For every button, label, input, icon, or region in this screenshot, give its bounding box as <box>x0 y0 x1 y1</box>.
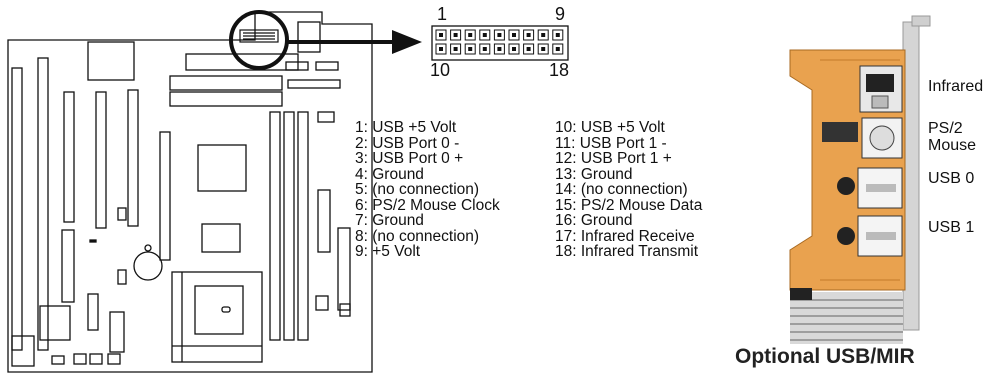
header-pin-contact <box>555 33 560 37</box>
pin-desc: 2: USB Port 0 - <box>355 134 460 152</box>
header-pin <box>479 43 491 55</box>
header-pin-contact <box>482 47 487 51</box>
pin-desc: 7: Ground <box>355 212 424 229</box>
header-pin-contact <box>468 47 473 51</box>
ribbon-cable <box>790 292 903 344</box>
pin-list-left: 1: USB +5 Volt 2: USB Port 0 - 3: USB Po… <box>355 120 500 260</box>
simm-slot-1 <box>269 111 281 341</box>
header-pin <box>435 29 447 41</box>
pin-desc: 13: Ground <box>555 165 633 183</box>
pin-list-right: 10: USB +5 Volt 11: USB Port 1 - 12: USB… <box>555 120 702 260</box>
header-label-pin-18: 18 <box>549 60 570 80</box>
motherboard <box>7 11 373 373</box>
label-mouse: Mouse <box>928 137 977 154</box>
chipset-south <box>201 223 241 253</box>
label-usb0: USB 0 <box>928 170 975 187</box>
label-usb1: USB 1 <box>928 219 975 236</box>
header-label-pin-10: 10 <box>430 60 451 80</box>
header-pin-contact <box>555 47 560 51</box>
header-pin <box>508 43 520 55</box>
cpu-socket <box>171 271 263 363</box>
usb-header-on-board <box>229 10 289 70</box>
pin-desc: 17: Infrared Receive <box>555 227 695 245</box>
header-pin <box>523 29 535 41</box>
header-pin-contact <box>512 47 516 51</box>
pci-slot-1 <box>63 91 75 223</box>
pin-desc: 16: Ground <box>555 212 633 229</box>
header-pin-contact <box>541 47 546 51</box>
cpu-top-block <box>87 41 135 81</box>
pin-desc: 5: (no connection) <box>355 181 480 198</box>
header-pin <box>537 43 549 55</box>
header-pin <box>537 29 549 41</box>
highlight-circle <box>229 10 289 70</box>
header-pin <box>464 43 476 55</box>
chipset-north <box>197 144 247 192</box>
header-pin-contact <box>439 33 443 37</box>
caption-optional-usb-mir: Optional USB/MIR <box>735 345 915 368</box>
isa-slot-1 <box>11 67 23 351</box>
header-pin <box>435 43 447 55</box>
header-pin-contact <box>526 33 531 37</box>
simm-slot-3 <box>297 111 309 341</box>
header-pin-contact <box>453 47 458 51</box>
simm-slot-2 <box>283 111 295 341</box>
header-pin-contact <box>453 33 458 37</box>
pin-desc: 12: USB Port 1 + <box>555 150 672 167</box>
pin-desc: 11: USB Port 1 - <box>555 134 667 152</box>
header-pin-contact <box>482 33 487 37</box>
header-pin <box>523 43 535 55</box>
header-pin <box>493 43 505 55</box>
header-pin <box>552 29 564 41</box>
header-pin-contact <box>497 33 502 37</box>
pointer-arrow <box>288 30 422 54</box>
header-pin <box>493 29 505 41</box>
pci-slot-3 <box>127 89 139 227</box>
header-pin-contact <box>468 33 473 37</box>
label-infrared: Infrared <box>928 78 984 95</box>
header-label-pin-9: 9 <box>555 4 566 24</box>
pin-desc: 18: Infrared Transmit <box>555 243 699 260</box>
pin-desc: 9: +5 Volt <box>355 243 421 260</box>
header-label-pin-1: 1 <box>437 4 448 24</box>
pci-slot-2 <box>95 91 107 229</box>
battery <box>133 251 163 281</box>
header-pin-contact <box>512 33 516 37</box>
header-pin <box>552 43 564 55</box>
pin-desc: 8: (no connection) <box>355 227 480 245</box>
header-pin-contact <box>497 47 502 51</box>
pin-desc: 1: USB +5 Volt <box>355 119 457 136</box>
pin-desc: 3: USB Port 0 + <box>355 150 464 167</box>
isa-slot-2 <box>37 57 49 351</box>
pin-desc: 14: (no connection) <box>555 181 688 198</box>
pin-desc: 6: PS/2 Mouse Clock <box>355 196 500 214</box>
header-pin <box>450 29 462 41</box>
header-pin <box>508 29 520 41</box>
header-pin-contact <box>439 47 443 51</box>
header-pin <box>464 29 476 41</box>
pin-desc: 10: USB +5 Volt <box>555 119 665 136</box>
usb-header-enlarged <box>431 25 569 61</box>
pin-desc: 4: Ground <box>355 165 424 183</box>
usb-mir-bracket <box>789 15 931 344</box>
header-pin <box>479 29 491 41</box>
header-pin-contact <box>526 47 531 51</box>
label-ps2: PS/2 <box>928 120 963 137</box>
pin-desc: 15: PS/2 Mouse Data <box>555 196 703 214</box>
header-pin-contact <box>541 33 546 37</box>
header-pin <box>450 43 462 55</box>
board-outline <box>7 11 373 373</box>
